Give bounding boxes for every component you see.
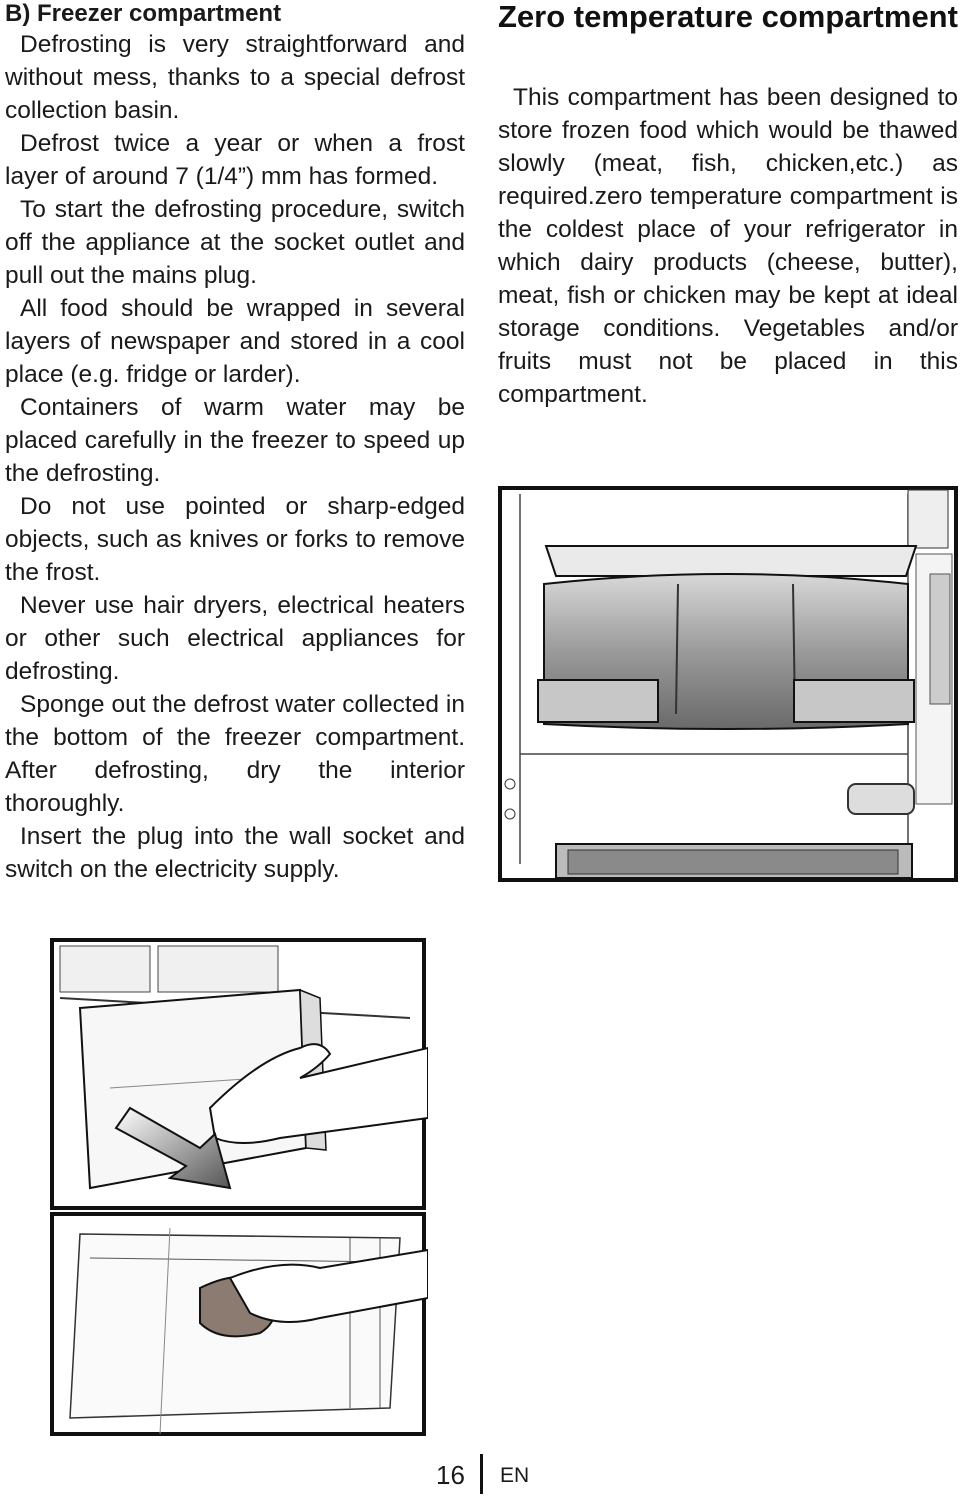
paragraph-sponge-water: Sponge out the defrost water collected i… (5, 691, 465, 817)
paragraph-defrost-start: To start the defrosting procedure, switc… (5, 196, 465, 289)
footer-divider (480, 1454, 483, 1494)
paragraph-insert-plug: Insert the plug into the wall socket and… (5, 823, 465, 883)
paragraph-no-sharp-objects: Do not use pointed or sharp-edged object… (5, 493, 465, 586)
paragraph-wrap-food: All food should be wrapped in several la… (5, 295, 465, 388)
paragraph-defrost-frequency: Defrost twice a year or when a frost lay… (5, 130, 465, 190)
zero-temp-heading: Zero temperature compartment (498, 0, 958, 34)
freezer-defrost-illustration (50, 938, 428, 1436)
zero-compartment-illustration (498, 486, 958, 882)
paragraph-zero-temp: This compartment has been designed to st… (498, 84, 958, 408)
page-number: 16 (436, 1460, 465, 1490)
paragraph-warm-water: Containers of warm water may be placed c… (5, 394, 465, 487)
right-column: Zero temperature compartment This compar… (498, 0, 958, 411)
paragraph-defrost-intro: Defrosting is very straightforward and w… (5, 31, 465, 124)
freezer-heading: B) Freezer compartment (5, 0, 282, 27)
paragraph-no-hair-dryers: Never use hair dryers, electrical heater… (5, 592, 465, 685)
left-column: B) Freezer compartment Defrosting is ver… (5, 0, 465, 886)
language-label: EN (500, 1464, 530, 1487)
